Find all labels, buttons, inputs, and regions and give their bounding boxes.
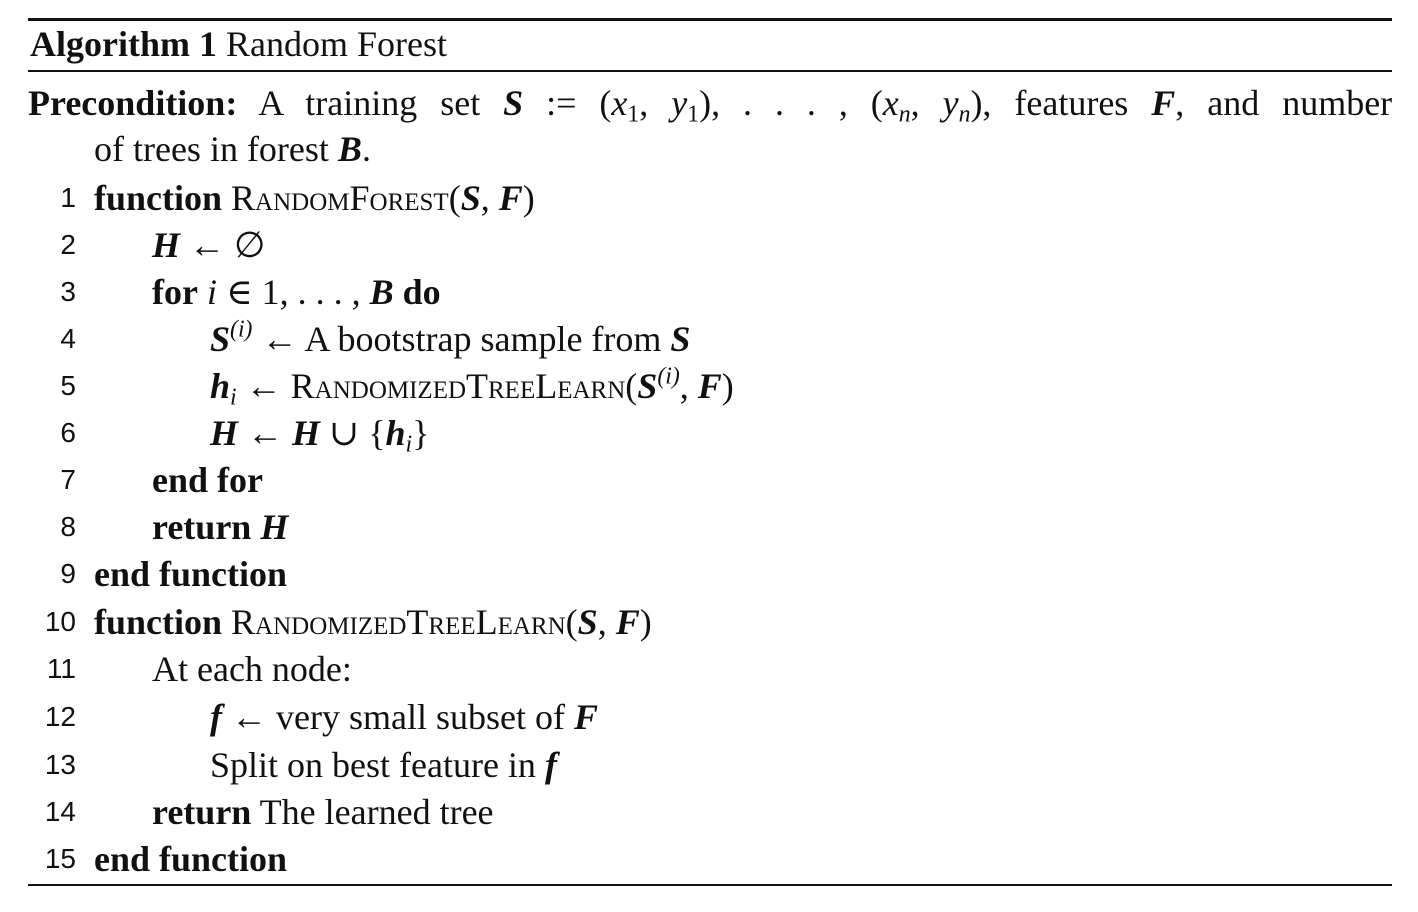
assign-symbol: := bbox=[546, 83, 577, 123]
precondition-word: A bbox=[258, 83, 283, 123]
precondition-line-1: Precondition: A training set S := (x1, y… bbox=[28, 80, 1393, 128]
algorithm-line-10: 10 function RandomizedTreeLearn(S, F) bbox=[28, 598, 1392, 646]
line-number: 10 bbox=[44, 606, 76, 637]
algorithm-line-14: 14 return The learned tree bbox=[28, 788, 1392, 836]
procedure-name: RandomizedTreeLearn bbox=[231, 602, 566, 642]
line-code: H ← ∅ bbox=[152, 225, 266, 265]
line-number: 11 bbox=[46, 653, 76, 684]
precondition-word: and bbox=[1207, 83, 1260, 123]
precondition-word: training bbox=[305, 83, 418, 123]
algorithm-line-1: 1 function RandomForest(S, F) bbox=[28, 174, 1392, 222]
caption-label: Algorithm 1 bbox=[30, 24, 217, 64]
algorithm-line-2: 2 H ← ∅ bbox=[28, 221, 1392, 269]
line-code: end for bbox=[152, 460, 263, 500]
caption-title: Random Forest bbox=[225, 24, 447, 64]
procedure-name: RandomForest bbox=[231, 178, 449, 218]
precondition-period: . bbox=[361, 129, 371, 169]
bottom-rule bbox=[28, 884, 1392, 886]
top-rule bbox=[28, 18, 1392, 21]
line-number: 1 bbox=[60, 182, 76, 213]
precondition-word: set bbox=[440, 83, 481, 123]
algorithm-line-4: 4 S(i) ← A bootstrap sample from S bbox=[28, 315, 1392, 363]
line-number: 6 bbox=[60, 417, 76, 448]
line-number: 14 bbox=[44, 796, 76, 827]
trees-count-symbol: B bbox=[337, 129, 362, 169]
features-symbol: F, bbox=[1151, 83, 1185, 123]
line-number: 12 bbox=[44, 701, 76, 732]
precondition-word: features bbox=[1014, 83, 1129, 123]
line-code: hi ← RandomizedTreeLearn(S(i), F) bbox=[210, 363, 734, 411]
algorithm-line-6: 6 H ← H ∪ {hi} bbox=[28, 409, 1392, 457]
line-number: 15 bbox=[44, 843, 76, 874]
line-code: end function bbox=[94, 839, 288, 879]
caption-rule bbox=[28, 70, 1392, 72]
line-code: function RandomizedTreeLearn(S, F) bbox=[94, 602, 652, 642]
precondition-line-2: of trees in forest B. bbox=[94, 126, 371, 172]
precondition-label: Precondition: bbox=[28, 83, 238, 123]
precondition-word: number bbox=[1282, 83, 1393, 123]
algorithm-caption: Algorithm 1 Random Forest bbox=[30, 22, 447, 66]
algorithm-line-3: 3 for i ∈ 1, . . . , B do bbox=[28, 268, 1392, 316]
line-code: S(i) ← A bootstrap sample from S bbox=[210, 316, 691, 359]
line-number: 8 bbox=[60, 511, 76, 542]
training-set-definition: (x1, y1), . . . , (xn, yn), bbox=[599, 83, 992, 128]
algorithm-line-9: 9 end function bbox=[28, 550, 1392, 598]
procedure-name: RandomizedTreeLearn bbox=[290, 366, 626, 406]
algorithm-line-11: 11 At each node: bbox=[28, 645, 1392, 693]
line-code: function RandomForest(S, F) bbox=[94, 178, 535, 218]
algorithm-line-5: 5 hi ← RandomizedTreeLearn(S(i), F) bbox=[28, 362, 1392, 410]
algorithm-line-15: 15 end function bbox=[28, 835, 1392, 883]
line-code: f ← very small subset of F bbox=[210, 697, 598, 737]
line-number: 9 bbox=[60, 558, 76, 589]
algorithm-block: Algorithm 1 Random Forest Precondition: … bbox=[28, 0, 1392, 912]
line-number: 3 bbox=[60, 276, 76, 307]
line-code: return H bbox=[152, 507, 289, 547]
line-number: 2 bbox=[60, 229, 76, 260]
training-set-symbol: S bbox=[503, 83, 524, 123]
line-number: 4 bbox=[60, 323, 76, 354]
line-code: end function bbox=[94, 554, 288, 594]
algorithm-line-8: 8 return H bbox=[28, 503, 1392, 551]
line-number: 7 bbox=[60, 464, 76, 495]
algorithm-line-13: 13 Split on best feature in f bbox=[28, 741, 1392, 789]
line-code: return The learned tree bbox=[152, 792, 494, 832]
line-number: 5 bbox=[60, 370, 76, 401]
line-code: At each node: bbox=[152, 649, 352, 689]
line-code: Split on best feature in f bbox=[210, 745, 557, 785]
precondition-text: of trees in forest bbox=[94, 129, 338, 169]
line-code: for i ∈ 1, . . . , B do bbox=[152, 272, 441, 312]
algorithm-line-12: 12 f ← very small subset of F bbox=[28, 693, 1392, 741]
line-code: H ← H ∪ {hi} bbox=[210, 413, 430, 458]
algorithm-line-7: 7 end for bbox=[28, 456, 1392, 504]
line-number: 13 bbox=[44, 749, 76, 780]
